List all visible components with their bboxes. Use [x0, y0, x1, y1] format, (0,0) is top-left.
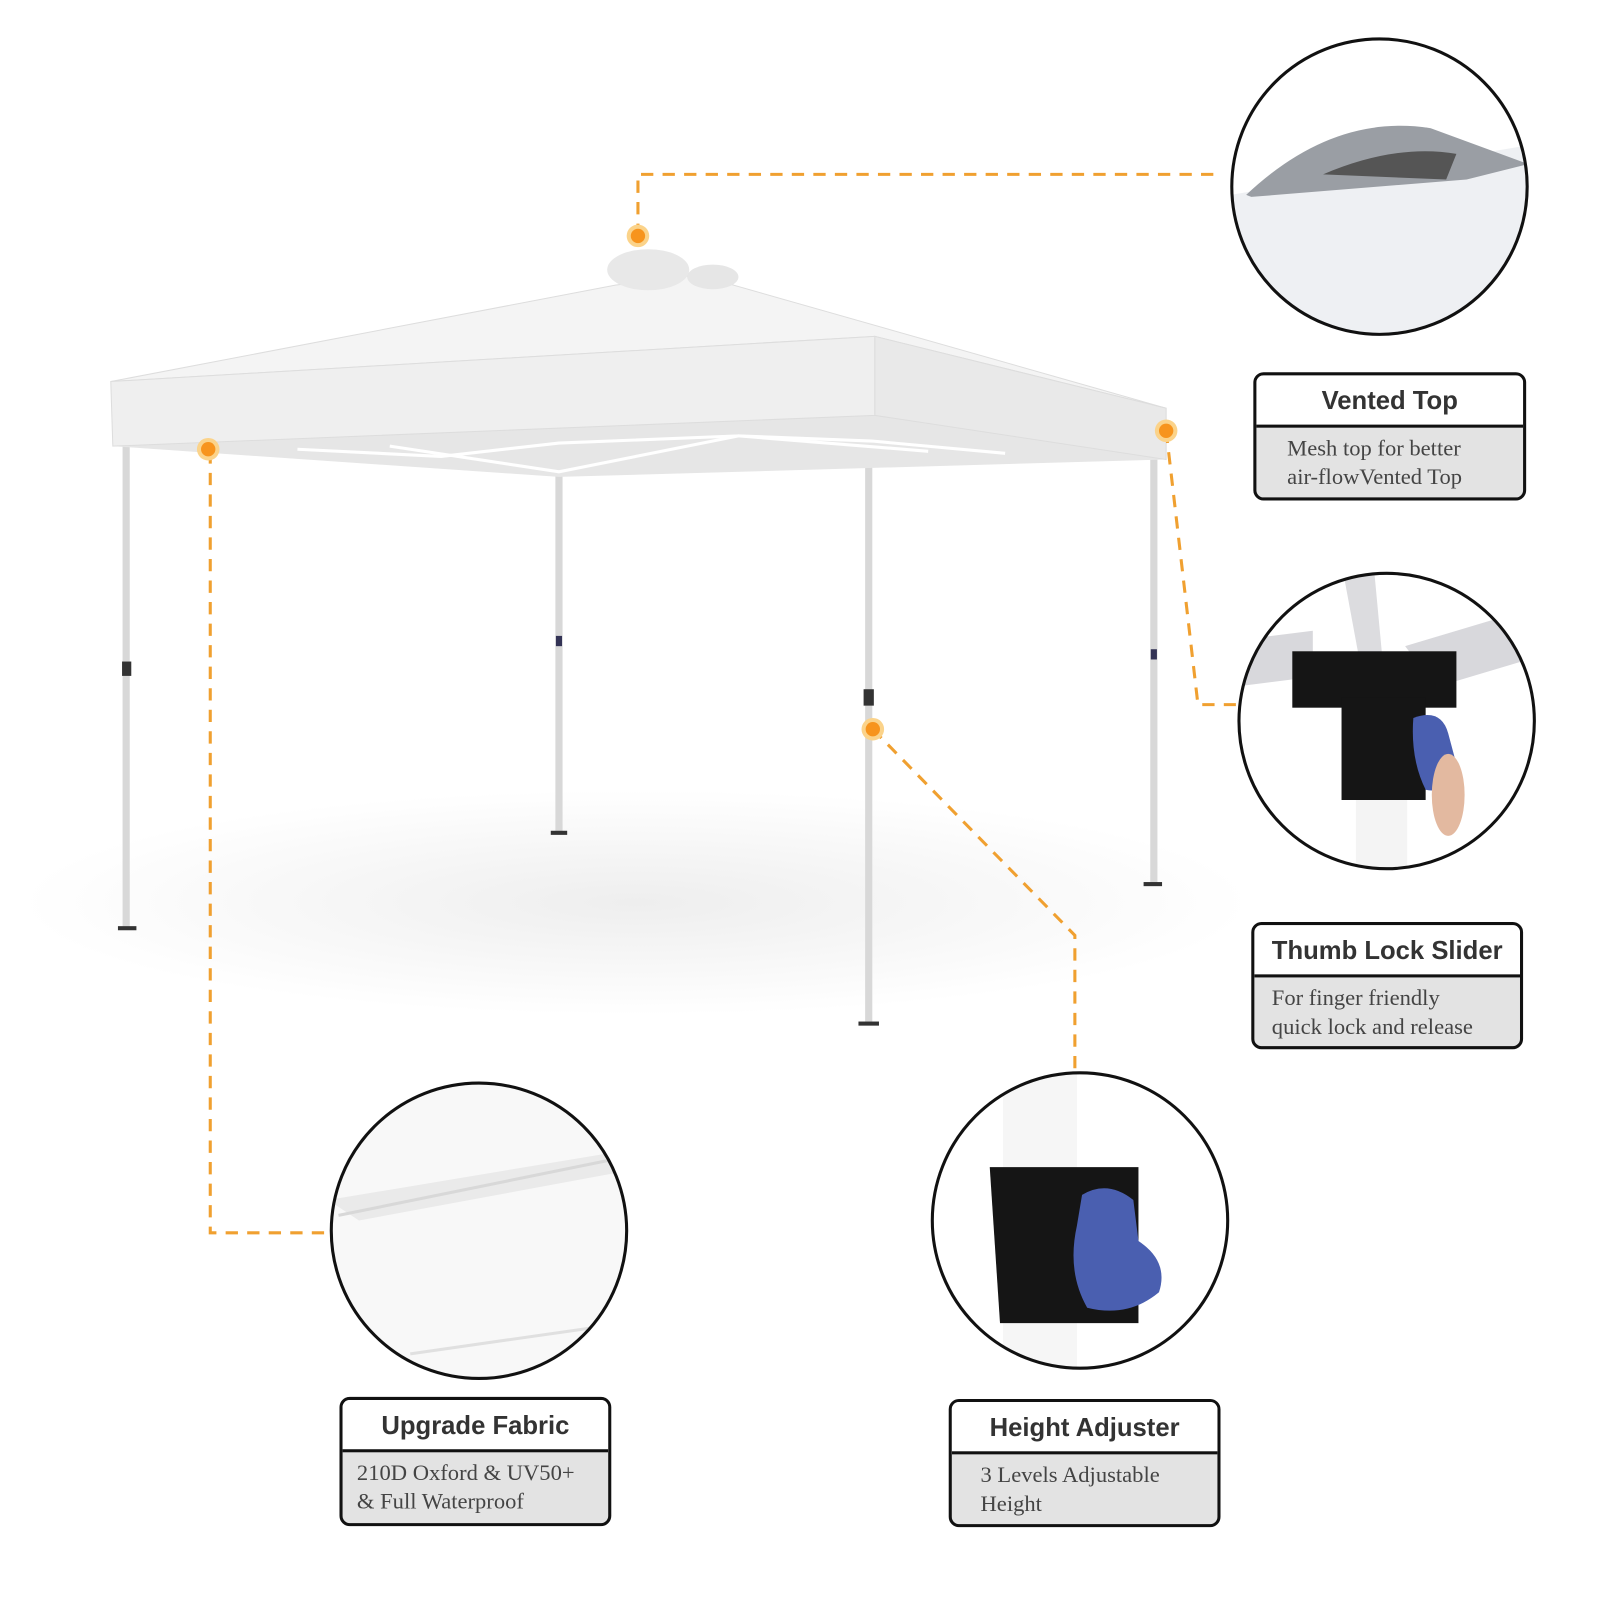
ground-shadow — [20, 789, 1252, 1016]
feature-title: Height Adjuster — [951, 1402, 1218, 1455]
height-adjuster-closeup — [930, 1071, 1230, 1370]
callout-dots — [196, 224, 1178, 741]
fabric-closeup — [329, 1081, 629, 1380]
feature-title: Thumb Lock Slider — [1254, 925, 1520, 978]
canopy-roof — [110, 249, 1167, 477]
feature-body-line: 210D Oxford & UV50+ — [356, 1459, 575, 1486]
feature-body-line: For finger friendly — [1271, 984, 1440, 1011]
feature-label-upgrade-fabric: Upgrade Fabric 210D Oxford & UV50+ & Ful… — [339, 1396, 612, 1527]
feature-body-line: Mesh top for better — [1287, 434, 1461, 461]
thumb-lock-closeup — [1237, 571, 1536, 871]
leg-fittings — [117, 635, 1163, 1026]
feature-title: Upgrade Fabric — [342, 1399, 609, 1453]
feature-label-vented-top: Vented Top Mesh top for better air-flowV… — [1253, 372, 1527, 501]
feature-label-height-adjuster: Height Adjuster 3 Levels Adjustable Heig… — [948, 1398, 1221, 1528]
feature-body-line: Height — [980, 1490, 1042, 1516]
vented-top-closeup — [1230, 37, 1529, 336]
feature-body-line: air-flowVented Top — [1287, 463, 1463, 490]
callout-lines — [208, 172, 1236, 1235]
feature-title: Vented Top — [1256, 375, 1524, 428]
feature-label-thumb-lock: Thumb Lock Slider For finger friendly qu… — [1251, 922, 1524, 1050]
feature-body-line: quick lock and release — [1271, 1013, 1473, 1039]
feature-body-line: & Full Waterproof — [356, 1488, 524, 1514]
feature-body-line: 3 Levels Adjustable — [980, 1461, 1160, 1488]
